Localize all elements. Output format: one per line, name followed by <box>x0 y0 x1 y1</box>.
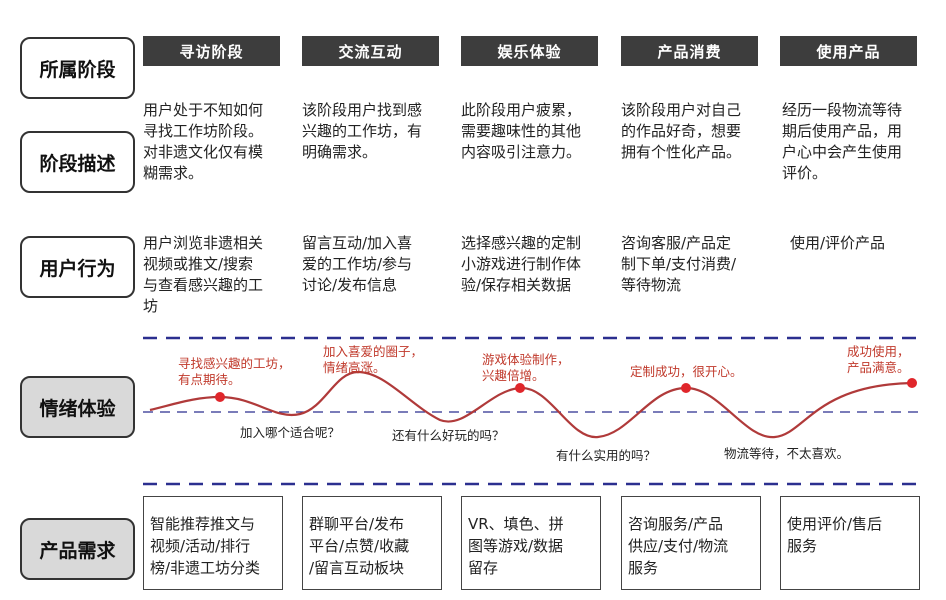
row-label-emotion: 情绪体验 <box>20 376 135 438</box>
row-label-needs: 产品需求 <box>20 518 135 580</box>
need-box-1: 智能推荐推文与视频/活动/排行榜/非遗工坊分类 <box>143 496 283 590</box>
stage-desc-2: 该阶段用户找到感兴趣的工作坊，有明确需求。 <box>302 101 423 161</box>
need-box-3: VR、填色、拼图等游戏/数据留存 <box>461 496 601 590</box>
stage-desc-5: 经历一段物流等待期后使用产品，用户心中会产生使用评价。 <box>782 101 903 182</box>
need-box-2: 群聊平台/发布平台/点赞/收藏/留言互动板块 <box>302 496 442 590</box>
emotion-low-2: 还有什么好玩的吗？ <box>392 428 505 443</box>
emotion-curve <box>149 370 913 439</box>
need-box-4: 咨询服务/产品供应/支付/物流服务 <box>621 496 761 590</box>
emotion-high-1: 寻找感兴趣的工坊，有点期待。 <box>178 356 291 387</box>
row-label-stage: 所属阶段 <box>20 37 135 99</box>
emotion-high-4: 定制成功，很开心。 <box>630 364 743 379</box>
emotion-high-2: 加入喜爱的圈子，情绪高涨。 <box>323 344 424 375</box>
row-label-desc: 阶段描述 <box>20 131 135 193</box>
emotion-low-1: 加入哪个适合呢？ <box>240 425 341 440</box>
emotion-peak-dot-4 <box>907 378 917 388</box>
row-label-behavior: 用户行为 <box>20 236 135 298</box>
stage-header-3: 娱乐体验 <box>461 36 598 66</box>
stage-behavior-1: 用户浏览非遗相关视频或推文/搜索与查看感兴趣的工坊 <box>143 234 264 315</box>
stage-header-5: 使用产品 <box>780 36 917 66</box>
stage-header-2: 交流互动 <box>302 36 439 66</box>
stage-behavior-3: 选择感兴趣的定制小游戏进行制作体验/保存相关数据 <box>461 234 582 294</box>
need-box-5: 使用评价/售后服务 <box>780 496 920 590</box>
emotion-peak-dot-3 <box>681 383 691 393</box>
emotion-low-4: 物流等待，不太喜欢。 <box>724 446 850 461</box>
stage-desc-3: 此阶段用户疲累，需要趣味性的其他内容吸引注意力。 <box>461 101 582 161</box>
stage-header-1: 寻访阶段 <box>143 36 280 66</box>
emotion-high-3: 游戏体验制作，兴趣倍增。 <box>482 352 570 383</box>
emotion-peak-dot-1 <box>215 392 225 402</box>
stage-behavior-2: 留言互动/加入喜爱的工作坊/参与讨论/发布信息 <box>302 234 413 294</box>
emotion-peak-dot-2 <box>515 383 525 393</box>
stage-desc-1: 用户处于不知如何寻找工作坊阶段。对非遗文化仅有模糊需求。 <box>143 101 264 182</box>
stage-behavior-5: 使用/评价产品 <box>790 234 886 252</box>
emotion-low-3: 有什么实用的吗？ <box>556 448 657 463</box>
stage-behavior-4: 咨询客服/产品定制下单/支付消费/等待物流 <box>621 234 737 294</box>
stage-header-4: 产品消费 <box>621 36 758 66</box>
emotion-high-5: 成功使用，产品满意。 <box>847 344 910 375</box>
stage-desc-4: 该阶段用户对自己的作品好奇，想要拥有个性化产品。 <box>621 101 742 161</box>
